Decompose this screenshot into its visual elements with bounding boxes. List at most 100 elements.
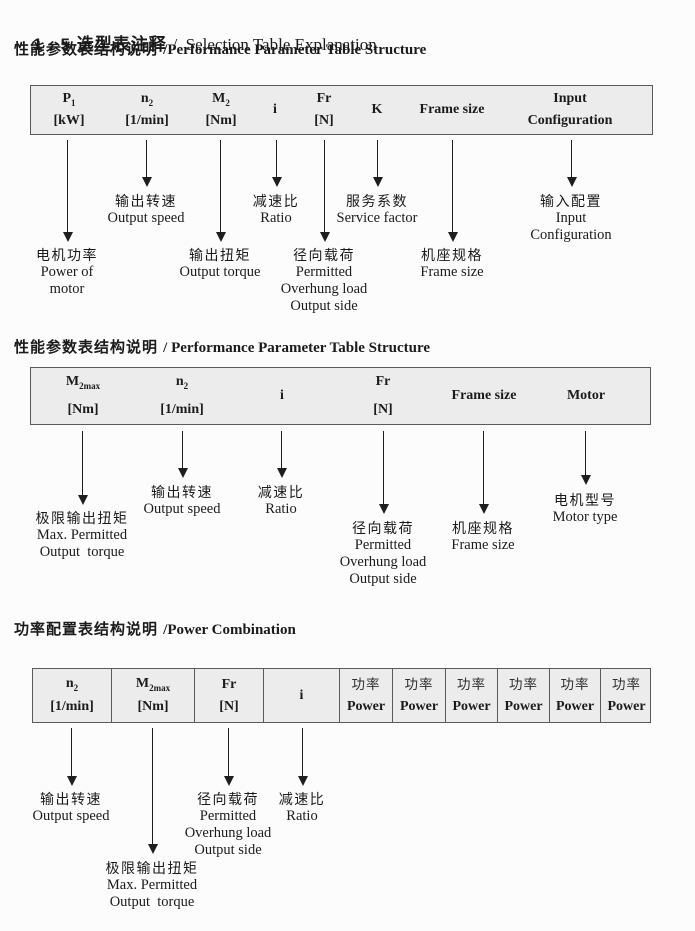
table-column-fr: Fr[N] bbox=[373, 368, 392, 424]
column-symbol: n2 bbox=[65, 676, 79, 693]
callout-arrow-line bbox=[182, 431, 183, 469]
table-column-frame-size: Frame size bbox=[452, 368, 517, 424]
callout-arrow-line bbox=[82, 431, 83, 496]
column-symbol: M2max bbox=[65, 373, 101, 391]
callout-label-line: 输出转速 bbox=[114, 193, 177, 209]
arrow-head-icon bbox=[297, 776, 308, 786]
callout-label-line: Output torque bbox=[39, 544, 125, 560]
callout-label-line: Service factor bbox=[336, 210, 418, 226]
table-column-i: i bbox=[263, 669, 339, 722]
column-label-zh: 功率 bbox=[404, 676, 434, 692]
section-heading: 性能参数表结构说明 /Performance Parameter Table S… bbox=[14, 38, 426, 59]
table-column-power-3: 功率 Power bbox=[445, 669, 497, 722]
arrow-head-icon bbox=[566, 177, 577, 187]
column-unit: Power bbox=[399, 698, 439, 714]
callout-label-line: 电机功率 bbox=[36, 247, 98, 263]
column-unit: Power bbox=[452, 698, 491, 714]
arrow-head-icon bbox=[276, 468, 287, 478]
column-unit: [Nm] bbox=[205, 113, 237, 129]
column-symbol: K bbox=[371, 102, 383, 117]
callout-label-line: motor bbox=[49, 281, 85, 297]
column-symbol: i bbox=[273, 102, 277, 117]
callout-label-line: Output torque bbox=[179, 264, 261, 280]
callout-label-line: Output side bbox=[290, 298, 358, 314]
callout-arrow-line bbox=[228, 728, 229, 777]
arrow-head-icon bbox=[271, 177, 282, 187]
page-title-en: / Selection Table Explanation bbox=[172, 35, 377, 54]
callout-label-line: Frame size bbox=[451, 537, 515, 553]
arrow-head-icon bbox=[177, 468, 188, 478]
arrow-head-icon bbox=[378, 504, 389, 514]
callout-label-line: Output side bbox=[349, 571, 417, 587]
callout-label-line: 径向载荷 bbox=[292, 247, 355, 263]
arrow-head-icon bbox=[372, 177, 383, 187]
column-unit: [Nm] bbox=[137, 698, 169, 714]
section-heading-en: /Performance Parameter Table Structure bbox=[163, 42, 427, 58]
callout-arrow-line bbox=[324, 140, 325, 233]
column-unit: Power bbox=[346, 698, 386, 714]
callout-arrow-line bbox=[281, 431, 282, 469]
column-unit: [N] bbox=[219, 698, 239, 714]
arrow-head-icon bbox=[580, 475, 591, 485]
callout-label-line: Permitted bbox=[354, 537, 412, 553]
callout-label-line: 径向载荷 bbox=[196, 791, 259, 807]
section-heading: 性能参数表结构说明 / Performance Parameter Table … bbox=[14, 336, 430, 357]
column-symbol: M2max bbox=[135, 676, 171, 693]
callout-arrow-line bbox=[383, 431, 384, 505]
callout-label-line: 输入配置 bbox=[539, 193, 602, 209]
callout-label-line: Ratio bbox=[286, 808, 318, 824]
column-label-zh: 功率 bbox=[457, 676, 486, 692]
table-column-n2: n2[1/min] bbox=[125, 86, 169, 134]
arrow-head-icon bbox=[319, 232, 330, 242]
callout-label-line: Configuration bbox=[530, 227, 612, 243]
callout-label-line: 输出扭矩 bbox=[188, 247, 251, 263]
arrow-head-icon bbox=[478, 504, 489, 514]
callout-label-line: Output side bbox=[194, 842, 262, 858]
callout-label-line: 服务系数 bbox=[345, 193, 408, 209]
callout-arrow-line bbox=[152, 728, 153, 845]
column-label-zh: 功率 bbox=[612, 676, 641, 692]
callout-label-line: Input bbox=[555, 210, 587, 226]
section-heading-zh: 功率配置表结构说明 bbox=[14, 621, 164, 638]
callout-label-line: Permitted bbox=[295, 264, 353, 280]
column-symbol: n2 bbox=[140, 90, 154, 108]
arrow-head-icon bbox=[447, 232, 458, 242]
table-column-m2: M2[Nm] bbox=[205, 86, 236, 134]
callout-label-line: 极限输出扭矩 bbox=[35, 510, 129, 526]
table-column-i: i bbox=[273, 86, 277, 134]
arrow-head-icon bbox=[77, 495, 88, 505]
callout-arrow-line bbox=[67, 140, 68, 233]
column-unit: [N] bbox=[373, 402, 393, 417]
callout-arrow-line bbox=[585, 431, 586, 476]
page-title: 1 . 5 选型表注释 / Selection Table Explanatio… bbox=[14, 10, 377, 75]
callout-arrow-line bbox=[146, 140, 147, 178]
table-column-i: i bbox=[280, 368, 284, 424]
column-symbol: n2 bbox=[175, 373, 189, 391]
callout-arrow-line bbox=[377, 140, 378, 178]
column-label-zh: 功率 bbox=[509, 676, 538, 692]
section-heading: 功率配置表结构说明 /Power Combination bbox=[14, 618, 296, 639]
table-column-m2max: M2max [Nm] bbox=[111, 669, 194, 722]
column-unit: [kW] bbox=[53, 113, 85, 129]
callout-arrow-line bbox=[220, 140, 221, 233]
callout-label-line: Output torque bbox=[109, 894, 195, 910]
column-symbol: Input bbox=[553, 91, 587, 106]
column-symbol: Motor bbox=[566, 388, 606, 403]
callout-label-line: Output speed bbox=[107, 210, 185, 226]
